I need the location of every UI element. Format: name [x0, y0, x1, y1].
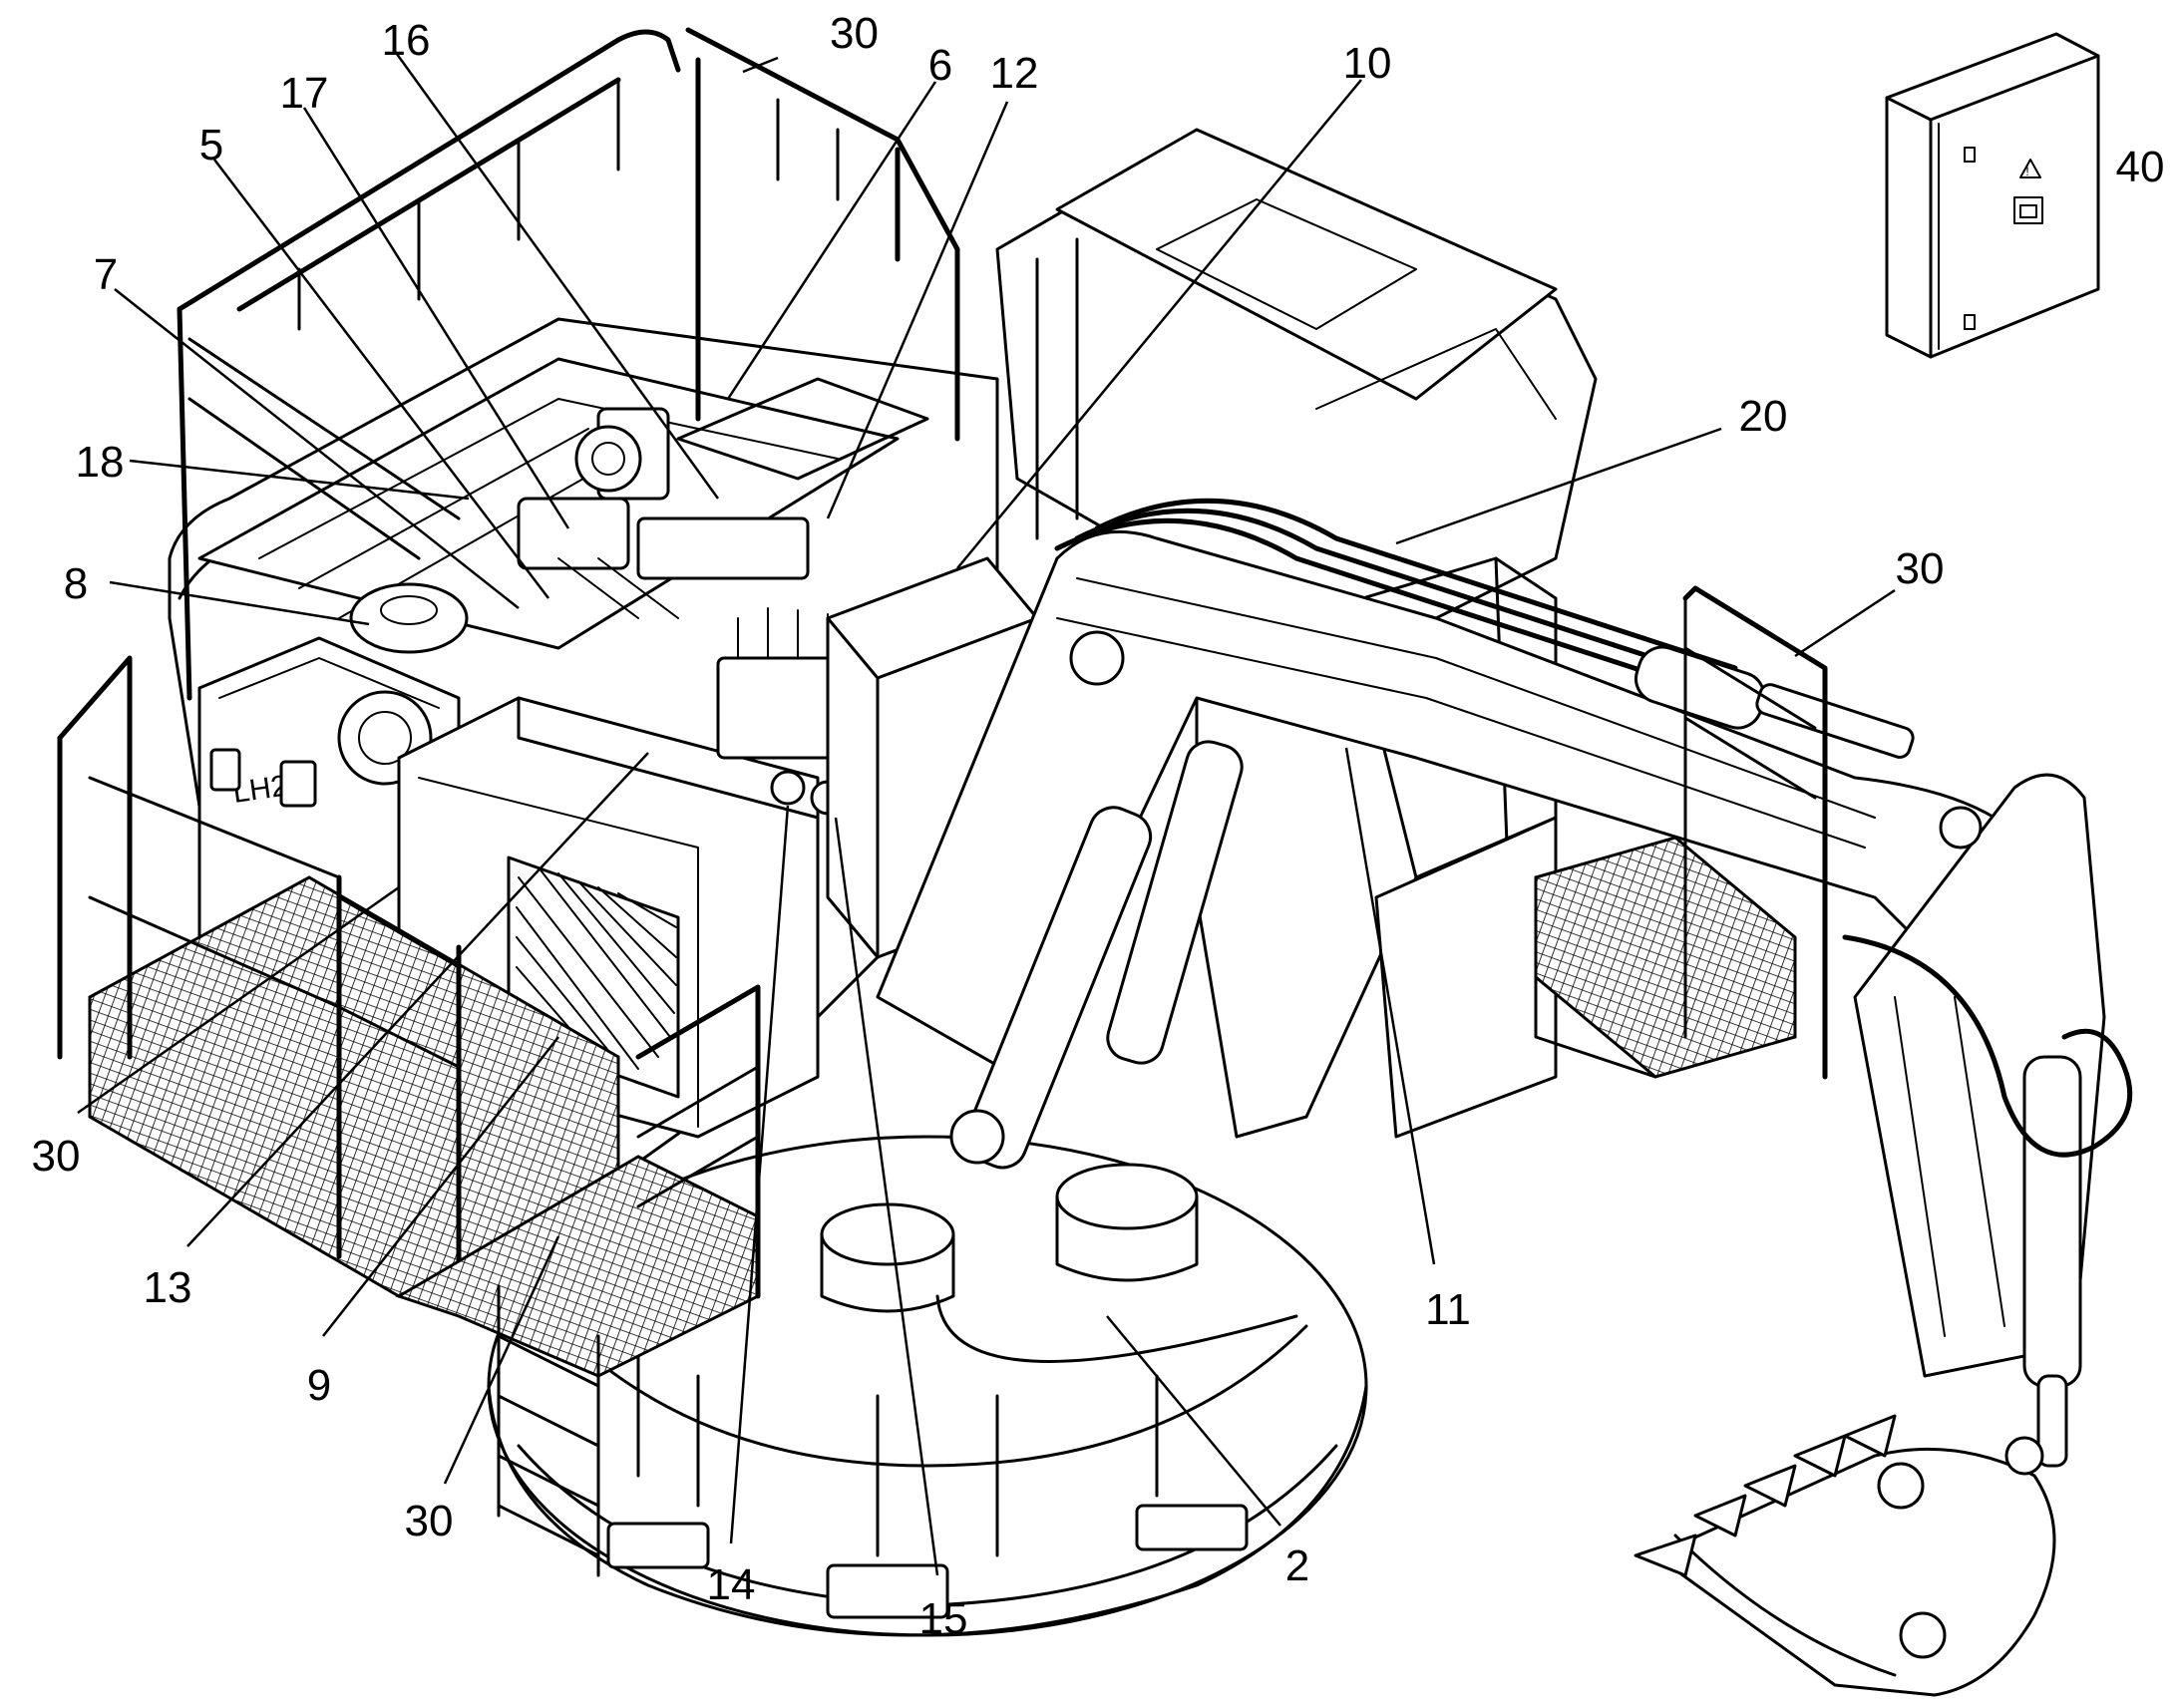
callout-labels: 30 16 6 12 10 17 5 7 18 8 40 20 30 30 13…	[32, 9, 2165, 1643]
svg-text:!: !	[2025, 165, 2028, 178]
boom-arm	[876, 498, 2133, 1697]
callout-30-left: 30	[32, 1132, 81, 1181]
callout-30-bottom: 30	[405, 1497, 454, 1545]
callout-40: 40	[2116, 143, 2165, 191]
walkways-railings	[57, 27, 1828, 1577]
callout-17: 17	[280, 69, 329, 118]
callout-16: 16	[382, 16, 431, 65]
callout-30-right: 30	[1896, 544, 1945, 593]
callout-6: 6	[928, 41, 952, 90]
switch-cabinet: !	[1885, 32, 2100, 359]
callout-2: 2	[1285, 1541, 1309, 1590]
callout-8: 8	[64, 559, 88, 608]
lift-cylinders	[949, 630, 1244, 1170]
bucket	[1634, 1414, 2056, 1697]
callout-11: 11	[1425, 1285, 1471, 1334]
callout-7: 7	[94, 250, 118, 299]
callout-30-top: 30	[830, 9, 879, 58]
callout-5: 5	[199, 121, 223, 170]
callout-15: 15	[919, 1594, 968, 1643]
callout-18: 18	[76, 438, 125, 487]
callout-12: 12	[990, 49, 1039, 98]
callout-14: 14	[707, 1560, 756, 1609]
callout-10: 10	[1343, 39, 1392, 88]
callout-9: 9	[307, 1361, 331, 1410]
callout-20: 20	[1739, 392, 1788, 441]
leader-lines	[77, 49, 1896, 1576]
callout-13: 13	[144, 1263, 192, 1312]
